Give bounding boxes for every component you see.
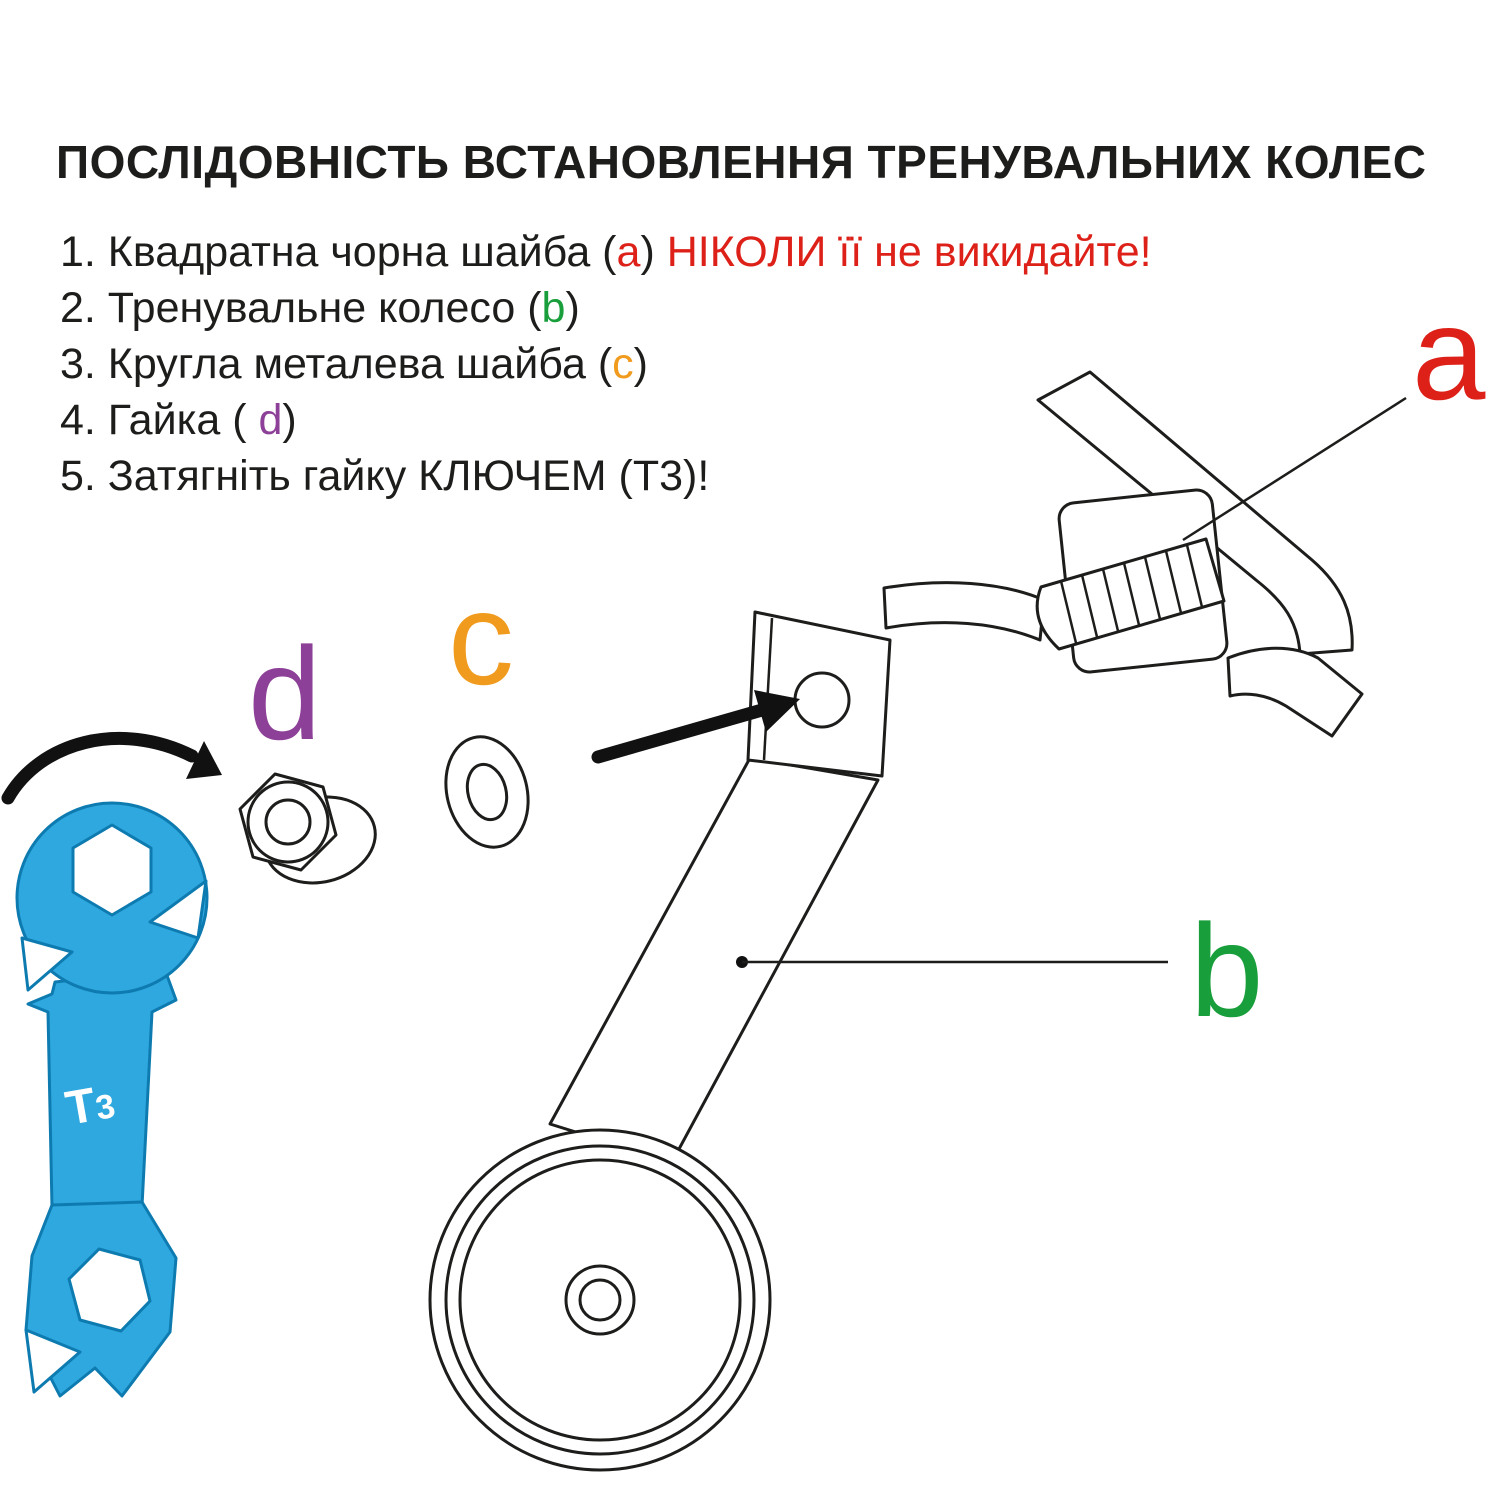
instruction-step-2: 2. Тренувальне колесо (b) (60, 280, 1152, 336)
instruction-step-3: 3. Кругла металева шайба (c) (60, 336, 1152, 392)
step-marker: c (612, 340, 634, 388)
step-text: 4. Гайка ( (60, 396, 259, 444)
wrench-hex-hole-bottom (67, 1247, 152, 1333)
step-marker: b (541, 284, 566, 332)
part-label-a: a (1412, 280, 1486, 427)
instruction-step-4: 4. Гайка ( d) (60, 392, 1152, 448)
bracket-illustration (548, 610, 892, 1164)
step-text: ) (565, 284, 580, 332)
page-title: ПОСЛІДОВНІСТЬ ВСТАНОВЛЕННЯ ТРЕНУВАЛЬНИХ … (56, 135, 1427, 188)
label-a-leader-line (1182, 396, 1407, 542)
label-b-leader-line (736, 956, 1168, 968)
instruction-list: 1. Квадратна чорна шайба (a) НІКОЛИ її н… (60, 224, 1152, 504)
step-text: ) (640, 228, 667, 276)
step-marker: d (258, 396, 283, 444)
step-text: 5. Затягніть гайку КЛЮЧЕМ (Т3)! (60, 452, 710, 500)
round-washer-illustration (444, 735, 530, 849)
step-text: ) (282, 396, 297, 444)
training-wheel-illustration (428, 1128, 772, 1472)
insert-arrow-icon (591, 690, 800, 764)
step-text: ) (633, 340, 648, 388)
wrench-illustration (15, 801, 209, 1398)
step-text: 2. Тренувальне колесо ( (60, 284, 542, 332)
wrench-size-label: T3 (62, 1074, 119, 1137)
step-marker: a (616, 228, 641, 276)
part-label-c: c (448, 565, 514, 712)
instruction-step-1: 1. Квадратна чорна шайба (a) НІКОЛИ її н… (60, 224, 1152, 280)
nut-illustration (238, 772, 377, 885)
wrench-open-jaw-right (148, 879, 208, 940)
rotate-arrow-icon (1, 732, 222, 805)
bolt-illustration (1035, 537, 1226, 651)
step-warning: НІКОЛИ її не викидайте! (666, 228, 1152, 276)
wrench-hex-hole-top (71, 823, 153, 917)
part-label-b: b (1190, 897, 1264, 1044)
wrench-open-jaw-bottom (24, 1328, 82, 1394)
part-label-d: d (248, 620, 322, 767)
step-text: 3. Кругла металева шайба ( (60, 340, 613, 388)
instruction-step-5: 5. Затягніть гайку КЛЮЧЕМ (Т3)! (60, 448, 1152, 504)
wrench-open-jaw-left (20, 936, 74, 992)
step-text: 1. Квадратна чорна шайба ( (60, 228, 617, 276)
